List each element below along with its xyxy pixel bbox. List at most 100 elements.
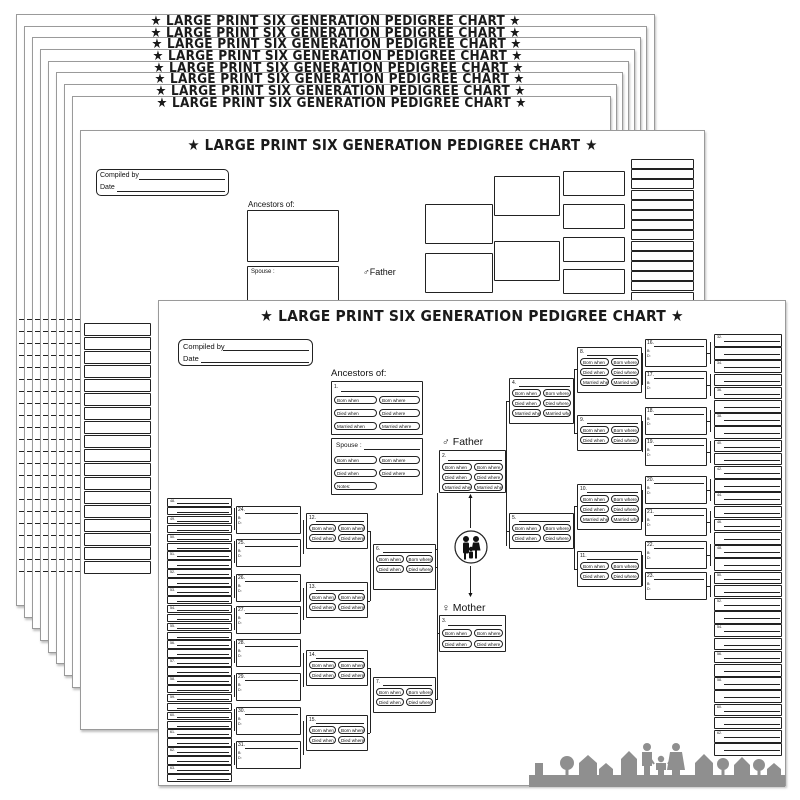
born-when-field: Born when xyxy=(512,524,541,532)
connector-line xyxy=(642,490,643,522)
house-icon xyxy=(734,757,750,775)
born-when-field: Born when xyxy=(309,524,336,532)
row-line xyxy=(19,403,26,404)
house-icon xyxy=(695,754,713,775)
d-field: D: xyxy=(647,587,651,591)
adult-figure xyxy=(642,752,652,775)
person-name-line xyxy=(316,658,364,659)
connector-line xyxy=(574,506,577,507)
died-where-field: Died where xyxy=(405,565,433,573)
spouse-label: Spouse : xyxy=(251,269,275,275)
died-where-field: Died where xyxy=(610,572,639,580)
connector-line xyxy=(707,452,710,453)
row-line xyxy=(75,319,82,320)
row-line xyxy=(35,463,42,464)
gen6-line xyxy=(724,539,780,540)
ancestor-box xyxy=(425,204,493,244)
row-line xyxy=(19,547,26,548)
person-number: 13. xyxy=(309,584,316,590)
ancestor-box-gen6-left xyxy=(167,773,232,783)
row-line xyxy=(59,439,66,440)
person-number: 60. xyxy=(717,704,722,709)
ancestors-label: Ancestors of: xyxy=(248,200,295,209)
row-line xyxy=(51,511,58,512)
ancestor-box-gen6-left xyxy=(167,578,232,587)
gen6-line xyxy=(724,486,780,488)
row-line xyxy=(51,499,58,500)
adult-leg xyxy=(464,553,466,560)
house-icon xyxy=(599,763,613,775)
row-line xyxy=(35,535,42,536)
gen6-box-left xyxy=(84,463,151,476)
person-number: 1. xyxy=(334,384,339,390)
ancestor-box-gen6-left xyxy=(167,613,232,623)
gen6-box xyxy=(631,261,694,271)
skyline-icon xyxy=(529,743,785,787)
ancestor-box-gen6 xyxy=(714,400,782,413)
ancestor-box-gen6: 46. xyxy=(714,518,782,532)
date-label: Date xyxy=(100,184,115,191)
b-field: B: xyxy=(238,717,242,721)
ancestor-box-gen6 xyxy=(714,743,782,756)
married-where-field: Married where xyxy=(379,422,420,430)
connector-line xyxy=(436,699,438,700)
person-number: 31. xyxy=(238,742,245,748)
row-line xyxy=(67,391,74,392)
sheet-edge-rows xyxy=(19,319,27,579)
row-line xyxy=(43,331,50,332)
person-number: 59. xyxy=(170,694,175,699)
compiled-by-label: Compiled by xyxy=(183,342,225,351)
ancestor-box-gen5-left xyxy=(236,707,301,735)
person-number: 10. xyxy=(580,486,587,492)
ancestor-box-gen6-left: 61. xyxy=(167,729,232,738)
star-icon: ★ xyxy=(665,307,684,325)
ancestor-box-gen5-left xyxy=(236,673,301,701)
row-line xyxy=(43,487,50,488)
connector-line xyxy=(707,421,710,422)
gen6-box-left xyxy=(84,351,151,364)
b-field: B: xyxy=(238,516,242,520)
d-field: D: xyxy=(238,756,242,760)
person-number: 19. xyxy=(647,439,654,445)
tree-icon xyxy=(717,758,729,770)
row-line xyxy=(59,547,66,548)
row-line xyxy=(51,451,58,452)
row-line xyxy=(19,463,26,464)
ancestor-box-gen6: 56. xyxy=(714,650,782,664)
ancestor-box-gen6-left: 63. xyxy=(167,765,232,774)
row-line xyxy=(75,391,82,392)
row-line xyxy=(19,571,26,572)
gen6-line xyxy=(724,657,780,659)
row-line xyxy=(35,415,42,416)
adult-leg xyxy=(475,550,477,559)
person-name-line xyxy=(654,483,704,484)
star-icon: ★ xyxy=(580,136,598,154)
gen6-box xyxy=(631,210,694,220)
row-line xyxy=(35,355,42,356)
d-field: D: xyxy=(238,554,242,558)
b-field: B: xyxy=(647,486,651,490)
star-icon: ★ xyxy=(154,71,171,87)
row-line xyxy=(27,547,34,548)
born-where-field: Born where xyxy=(405,555,433,563)
gen6-box-left xyxy=(84,421,151,434)
row-line xyxy=(19,415,26,416)
person-number: 50. xyxy=(170,534,175,539)
died-where-field: Died where xyxy=(405,698,433,706)
row-line xyxy=(35,319,42,320)
ancestor-box-gen6-left: 60. xyxy=(167,711,232,721)
row-line xyxy=(75,427,82,428)
ancestor-box-gen6: 60. xyxy=(714,703,782,717)
person-number: 5. xyxy=(512,515,517,521)
gen6-line xyxy=(177,609,229,611)
chart-title: ★ LARGE PRINT SIX GENERATION PEDIGREE CH… xyxy=(159,307,785,325)
row-line xyxy=(67,319,74,320)
d-field: D: xyxy=(238,621,242,625)
ancestor-box xyxy=(425,253,493,293)
gen6-line xyxy=(177,752,229,754)
gen6-box-left xyxy=(84,491,151,504)
born-where-field: Born where xyxy=(542,389,571,397)
arrow-up-icon: ▲ xyxy=(467,493,474,500)
person-number: 17. xyxy=(647,372,654,378)
died-when-field: Died when xyxy=(580,436,609,444)
